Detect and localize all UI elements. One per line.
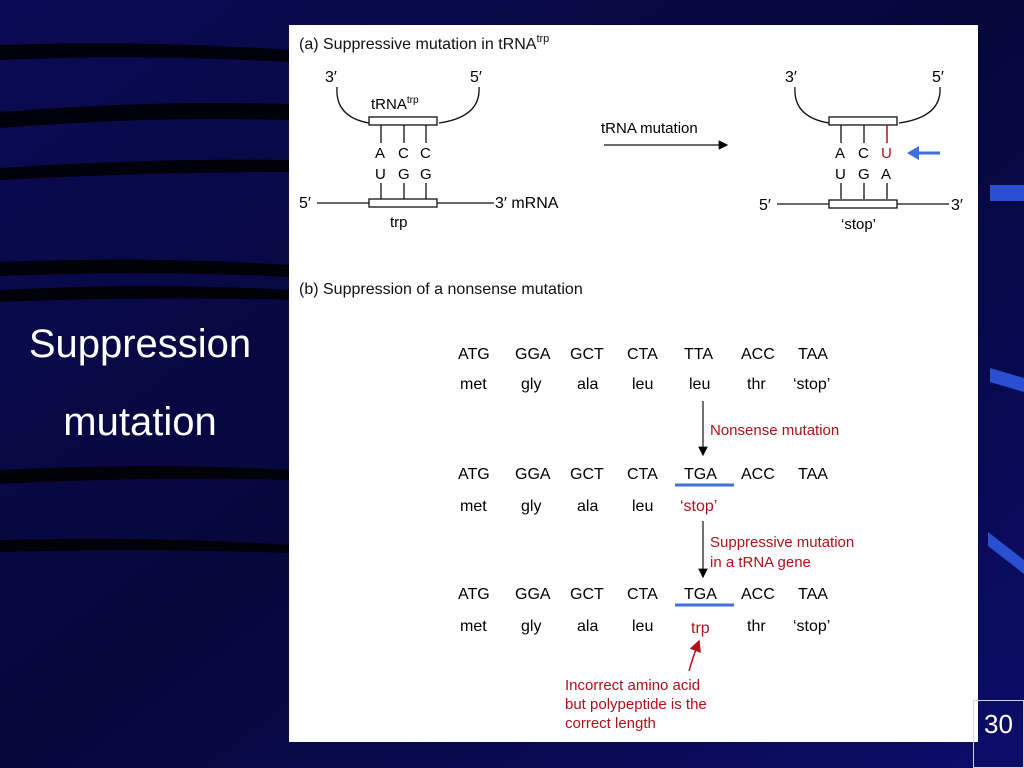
anticodon-base: A	[835, 145, 845, 162]
part-b-title: (b) Suppression of a nonsense mutation	[299, 281, 583, 298]
anticodon-base: C	[420, 145, 431, 162]
svg-text:TAA: TAA	[798, 346, 828, 363]
codon-base: U	[375, 166, 386, 183]
svg-text:ACC: ACC	[741, 466, 775, 483]
svg-text:thr: thr	[747, 376, 766, 393]
sequence-row-nonsense: ATG GGA GCT CTA TGA ACC TAA met gly ala …	[458, 466, 828, 515]
svg-text:ala: ala	[577, 498, 598, 515]
svg-text:ATG: ATG	[458, 346, 490, 363]
trna-label: tRNAtrp	[371, 95, 419, 113]
mrna-3-label: 3′ mRNA	[495, 195, 559, 212]
part-a-title: (a) Suppressive mutation in tRNAtrp	[299, 33, 549, 53]
svg-text:CTA: CTA	[627, 346, 658, 363]
suppression-diagram: (a) Suppressive mutation in tRNAtrp 3′ 5…	[299, 33, 963, 732]
slide-title-line2: mutation	[63, 400, 217, 444]
end-3-label: 3′	[785, 69, 797, 86]
svg-text:TAA: TAA	[798, 466, 828, 483]
svg-text:ala: ala	[577, 618, 598, 635]
svg-text:thr: thr	[747, 618, 766, 635]
svg-text:leu: leu	[689, 376, 710, 393]
svg-text:met: met	[460, 498, 487, 515]
svg-text:met: met	[460, 618, 487, 635]
mrna-5-label: 5′	[759, 197, 771, 214]
svg-text:gly: gly	[521, 498, 541, 515]
anticodon-base: C	[858, 145, 869, 162]
codon-base: G	[858, 166, 870, 183]
trna-normal: 3′ 5′ tRNAtrp A C C U G G 5′ 3′ mRNA	[299, 69, 559, 231]
suppressive-mutation-label: Suppressive mutation	[710, 534, 854, 551]
svg-text:CTA: CTA	[627, 586, 658, 603]
nonsense-mutation-label: Nonsense mutation	[710, 422, 839, 439]
end-5-label: 5′	[932, 69, 944, 86]
end-5-label: 5′	[470, 69, 482, 86]
svg-text:TGA: TGA	[684, 466, 717, 483]
svg-text:GCT: GCT	[570, 586, 604, 603]
svg-text:gly: gly	[521, 618, 541, 635]
suppressive-mutation-label: in a tRNA gene	[710, 554, 811, 571]
codon-base: G	[398, 166, 410, 183]
svg-text:met: met	[460, 376, 487, 393]
svg-text:ATG: ATG	[458, 466, 490, 483]
mrna-3-label: 3′	[951, 197, 963, 214]
trna-mutation-label: tRNA mutation	[601, 120, 698, 137]
note-line: correct length	[565, 715, 656, 732]
mutated-anticodon-base: U	[881, 145, 892, 162]
svg-text:GCT: GCT	[570, 346, 604, 363]
svg-text:‘stop’: ‘stop’	[793, 376, 830, 393]
svg-text:‘stop’: ‘stop’	[680, 498, 717, 515]
svg-text:TGA: TGA	[684, 586, 717, 603]
svg-text:TAA: TAA	[798, 586, 828, 603]
svg-text:leu: leu	[632, 498, 653, 515]
svg-text:leu: leu	[632, 618, 653, 635]
figure-panel: (a) Suppressive mutation in tRNAtrp 3′ 5…	[289, 25, 978, 742]
mrna-5-label: 5′	[299, 195, 311, 212]
svg-text:GCT: GCT	[570, 466, 604, 483]
svg-text:TTA: TTA	[684, 346, 713, 363]
sequence-row-suppressed: ATG GGA GCT CTA TGA ACC TAA met gly ala …	[458, 586, 830, 637]
svg-text:ACC: ACC	[741, 586, 775, 603]
anticodon-base: C	[398, 145, 409, 162]
codon-base: G	[420, 166, 432, 183]
svg-text:GGA: GGA	[515, 466, 551, 483]
svg-text:GGA: GGA	[515, 586, 551, 603]
svg-text:leu: leu	[632, 376, 653, 393]
svg-text:CTA: CTA	[627, 466, 658, 483]
svg-text:‘stop’: ‘stop’	[793, 618, 830, 635]
svg-text:gly: gly	[521, 376, 541, 393]
svg-text:trp: trp	[691, 620, 710, 637]
svg-text:GGA: GGA	[515, 346, 551, 363]
sequence-row-original: ATG GGA GCT CTA TTA ACC TAA met gly ala …	[458, 346, 830, 393]
codon-base: U	[835, 166, 846, 183]
anticodon-base: A	[375, 145, 385, 162]
end-3-label: 3′	[325, 69, 337, 86]
note-line: but polypeptide is the	[565, 696, 707, 713]
svg-text:ATG: ATG	[458, 586, 490, 603]
slide-title-line1: Suppression	[28, 322, 252, 366]
trna-mutant: 3′ 5′ A C U U G A 5′ 3′ ‘stop’	[759, 69, 963, 233]
page-number: 30	[973, 700, 1024, 768]
svg-text:ACC: ACC	[741, 346, 775, 363]
note-line: Incorrect amino acid	[565, 677, 700, 694]
codon-label: trp	[390, 214, 408, 231]
svg-text:ala: ala	[577, 376, 598, 393]
codon-label: ‘stop’	[841, 216, 876, 233]
codon-base: A	[881, 166, 891, 183]
